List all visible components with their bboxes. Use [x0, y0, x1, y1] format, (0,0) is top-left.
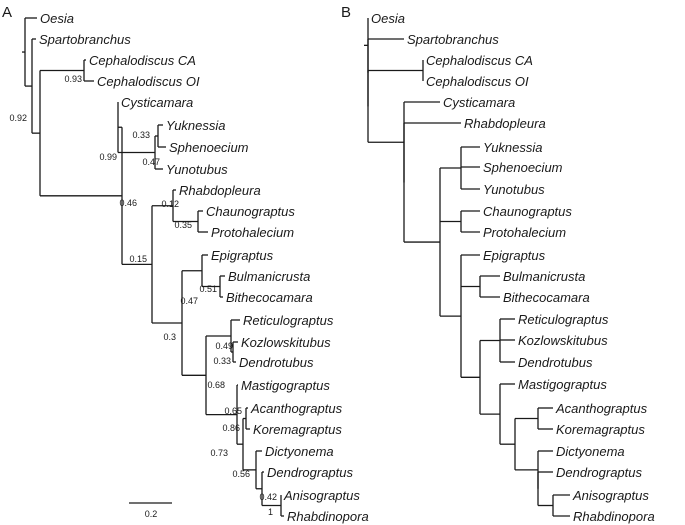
panel-a-taxon-label: Dictyonema	[265, 444, 334, 459]
support-value: 0.99	[99, 152, 117, 162]
panel-a-taxon-label: Sphenoecium	[169, 140, 249, 155]
panel-b-taxon-label: Cephalodiscus CA	[426, 53, 533, 68]
panel-b-taxon-label: Dictyonema	[556, 444, 625, 459]
panel-a-taxon-label: Cephalodiscus CA	[89, 53, 196, 68]
support-value: 0.47	[180, 296, 198, 306]
panel-a-taxon-label: Oesia	[40, 11, 74, 26]
panel-a-taxon-label: Yunotubus	[166, 162, 228, 177]
panel-b-taxon-label: Cysticamara	[443, 95, 515, 110]
panel-a-taxon-label: Rhabdopleura	[179, 183, 261, 198]
panel-b-taxon-label: Kozlowskitubus	[518, 333, 608, 348]
panel-b-label: B	[341, 4, 351, 21]
panel-a-label: A	[2, 4, 12, 21]
support-value: 0.3	[163, 332, 176, 342]
panel-b-taxon-label: Acanthograptus	[555, 401, 648, 416]
panel-a-taxon-label: Koremagraptus	[253, 422, 342, 437]
support-value: 0.42	[259, 492, 277, 502]
panel-a-taxon-label: Acanthograptus	[250, 401, 343, 416]
panel-b-taxon-label: Chaunograptus	[483, 204, 572, 219]
panel-b-taxon-label: Yunotubus	[483, 182, 545, 197]
panel-b-taxon-label: Rhabdopleura	[464, 116, 546, 131]
panel-b-taxon-label: Anisograptus	[572, 488, 649, 503]
support-value: 0.86	[222, 423, 240, 433]
support-value: 0.35	[174, 220, 192, 230]
support-value: 0.46	[119, 198, 137, 208]
support-value: 0.33	[213, 356, 231, 366]
panel-b-taxon-label: Mastigograptus	[518, 377, 607, 392]
panel-a-taxon-label: Bulmanicrusta	[228, 269, 310, 284]
support-value: 0.12	[161, 199, 179, 209]
panel-a-taxon-label: Dendrograptus	[267, 465, 353, 480]
panel-b-taxon-label: Sphenoecium	[483, 160, 563, 175]
support-value: 0.56	[232, 469, 250, 479]
panel-b-taxon-label: Oesia	[371, 11, 405, 26]
panel-b-taxon-label: Dendrotubus	[518, 355, 593, 370]
support-value: 0.73	[210, 448, 228, 458]
panel-a-taxon-label: Bithecocamara	[226, 290, 313, 305]
panel-a-taxon-label: Anisograptus	[283, 488, 360, 503]
support-value: 0.15	[129, 254, 147, 264]
panel-b-taxon-label: Dendrograptus	[556, 465, 642, 480]
panel-b-taxon-label: Bithecocamara	[503, 290, 590, 305]
support-value: 0.65	[224, 406, 242, 416]
scale-bar-label: 0.2	[145, 509, 158, 519]
panel-a-taxon-label: Chaunograptus	[206, 204, 295, 219]
panel-a-taxon-label: Epigraptus	[211, 248, 274, 263]
panel-b-taxon-label: Bulmanicrusta	[503, 269, 585, 284]
support-value: 0.93	[64, 74, 82, 84]
support-value: 0.92	[9, 113, 27, 123]
panel-a-taxon-label: Protohalecium	[211, 225, 294, 240]
panel-a-taxon-label: Cysticamara	[121, 95, 193, 110]
panel-a-taxon-label: Cephalodiscus OI	[97, 74, 200, 89]
panel-a-taxon-label: Rhabdinopora	[287, 509, 369, 524]
panel-a-taxon-label: Yuknessia	[166, 118, 226, 133]
support-value: 0.68	[207, 380, 225, 390]
panel-b-taxon-label: Spartobranchus	[407, 32, 499, 47]
panel-b-taxon-label: Cephalodiscus OI	[426, 74, 529, 89]
support-value: 0.51	[199, 284, 217, 294]
panel-a-taxon-label: Reticulograptus	[243, 313, 334, 328]
support-value: 0.49	[215, 341, 233, 351]
panel-a-taxon-label: Dendrotubus	[239, 355, 314, 370]
panel-b-taxon-label: Rhabdinopora	[573, 509, 655, 524]
panel-a-taxon-label: Mastigograptus	[241, 378, 330, 393]
support-value: 0.33	[132, 130, 150, 140]
panel-b-taxon-label: Protohalecium	[483, 225, 566, 240]
panel-a-taxon-label: Spartobranchus	[39, 32, 131, 47]
panel-b-taxon-label: Yuknessia	[483, 140, 543, 155]
panel-b-taxon-label: Koremagraptus	[556, 422, 645, 437]
panel-b-taxon-label: Epigraptus	[483, 248, 546, 263]
support-value: 0.47	[142, 157, 160, 167]
support-value: 1	[268, 507, 273, 517]
panel-a-taxon-label: Kozlowskitubus	[241, 335, 331, 350]
panel-b-taxon-label: Reticulograptus	[518, 312, 609, 327]
